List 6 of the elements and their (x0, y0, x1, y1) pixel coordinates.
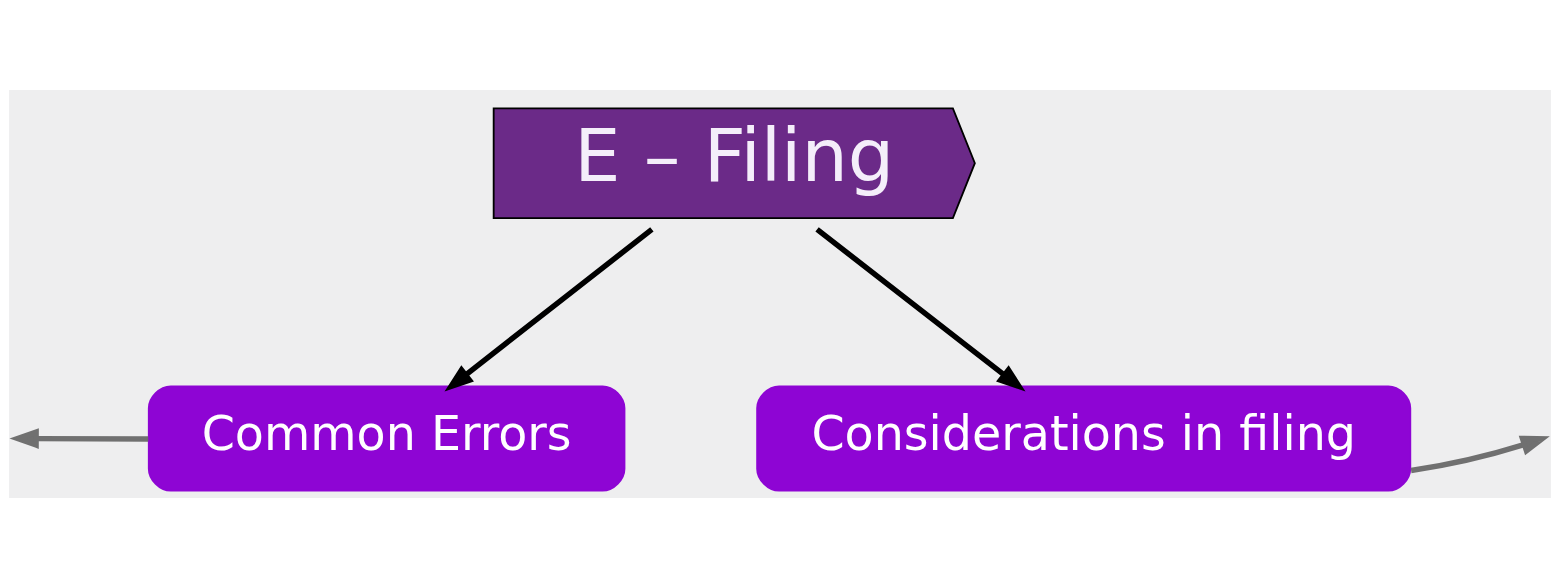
arrow (1410, 435, 1550, 473)
arrow (9, 427, 149, 449)
node-box: Common Errors (147, 384, 626, 492)
arrow (815, 226, 1026, 391)
node-box: Considerations in filing (756, 384, 1412, 492)
arrow (444, 226, 654, 391)
